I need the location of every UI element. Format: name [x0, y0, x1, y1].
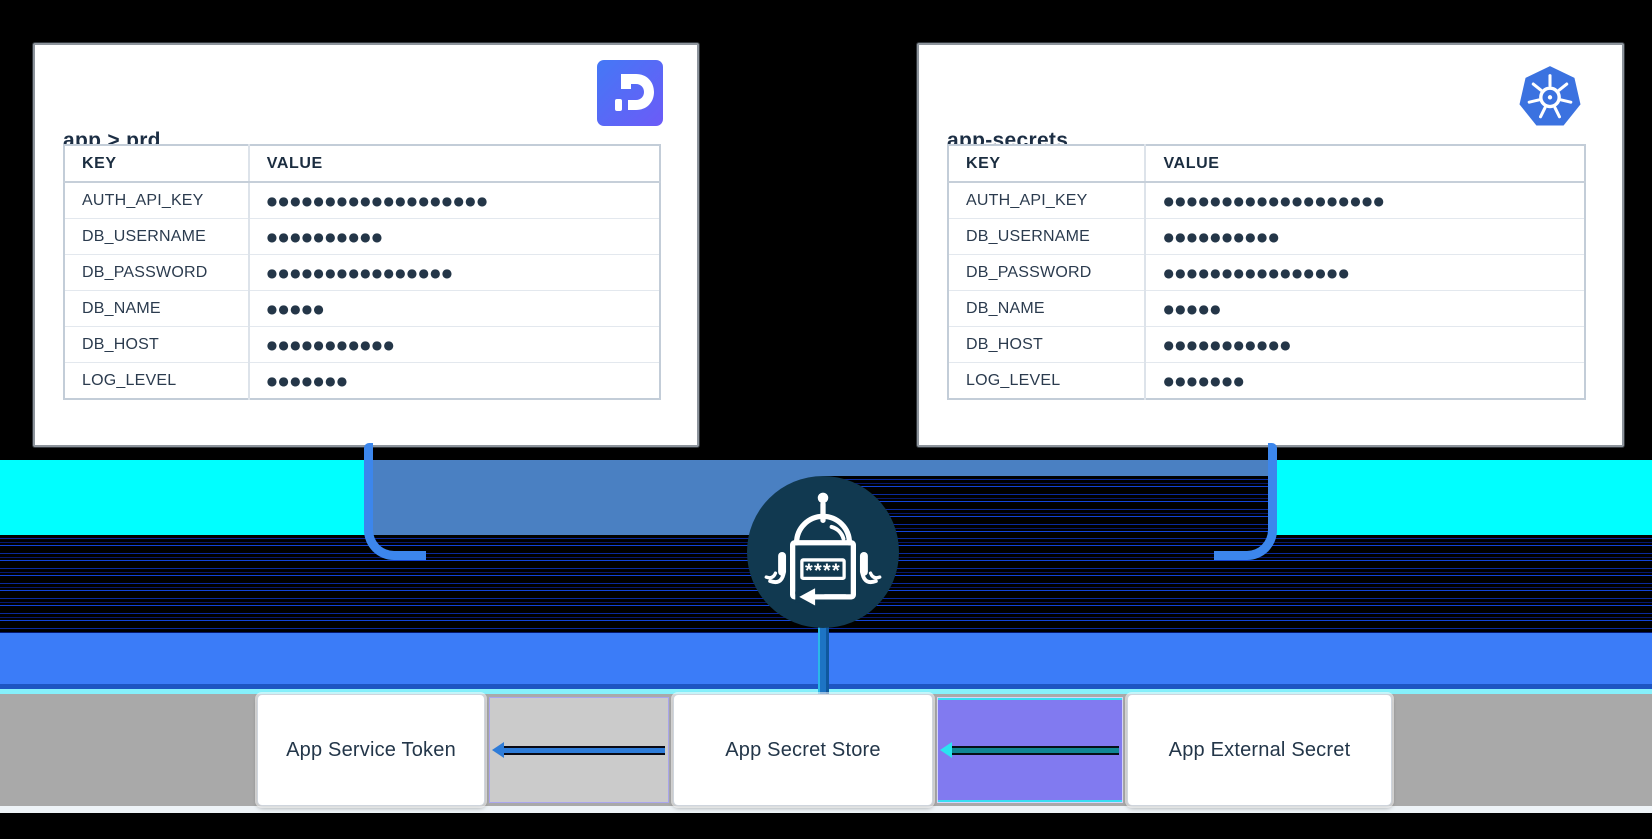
- sync-bot-icon: ****: [764, 492, 882, 606]
- secret-value-masked: ●●●●●●●: [247, 362, 660, 399]
- secret-value-masked: ●●●●●●●●●●●●●●●●●●●: [247, 181, 660, 219]
- flow-line: [951, 746, 1119, 755]
- glitch-stripes-band-upper: [823, 476, 1272, 535]
- secret-key: DB_USERNAME: [948, 218, 1146, 255]
- table-row: LOG_LEVEL●●●●●●●: [64, 362, 660, 399]
- steel-blue-band: [372, 460, 823, 535]
- doppler-secrets-card: app > prd KEY VALUE AUTH_API_KEY●●●●●●●●…: [33, 43, 699, 447]
- steel-blue-strip: [823, 460, 1272, 476]
- app-external-secret-label: App External Secret: [1168, 738, 1351, 761]
- cyan-band-right: [1272, 460, 1652, 535]
- table-row: LOG_LEVEL●●●●●●●: [948, 362, 1585, 399]
- secret-value-masked: ●●●●●●●●●●: [1144, 218, 1585, 255]
- table-row: DB_HOST●●●●●●●●●●●: [64, 326, 660, 363]
- secret-key: DB_PASSWORD: [948, 254, 1146, 291]
- table-row: DB_NAME●●●●●: [64, 290, 660, 327]
- app-external-secret-box: App External Secret: [1127, 694, 1392, 806]
- app-service-token-label: App Service Token: [286, 738, 456, 761]
- table-row: AUTH_API_KEY●●●●●●●●●●●●●●●●●●●: [948, 181, 1585, 219]
- flow-arrowhead-left-icon: [940, 742, 952, 758]
- app-secret-store-box: App Secret Store: [673, 694, 933, 806]
- flow-line: [503, 746, 665, 755]
- token-to-store-connector-box: [489, 697, 669, 803]
- table-row: DB_USERNAME●●●●●●●●●●: [64, 218, 660, 255]
- kubernetes-secrets-card: app-secrets KEY V: [917, 43, 1624, 447]
- secret-value-masked: ●●●●●●●●●●●: [1144, 326, 1585, 363]
- secret-key: AUTH_API_KEY: [948, 181, 1146, 219]
- secret-key: DB_HOST: [64, 326, 249, 363]
- doppler-to-bot-connector: [364, 443, 426, 560]
- secret-value-masked: ●●●●●●●●●●●●●●●●: [247, 254, 660, 291]
- doppler-logo-icon: [597, 60, 663, 126]
- secret-value-masked: ●●●●●●●●●●●●●●●●: [1144, 254, 1585, 291]
- kubernetes-secrets-table: KEY VALUE AUTH_API_KEY●●●●●●●●●●●●●●●●●●…: [947, 144, 1586, 400]
- sync-bot-badge: ****: [747, 476, 899, 628]
- value-column-header: VALUE: [1144, 145, 1585, 183]
- kubernetes-to-bot-connector: [1214, 443, 1277, 560]
- doppler-secrets-table: KEY VALUE AUTH_API_KEY●●●●●●●●●●●●●●●●●●…: [63, 144, 661, 400]
- table-row: DB_HOST●●●●●●●●●●●: [948, 326, 1585, 363]
- secret-key: LOG_LEVEL: [948, 362, 1146, 399]
- secret-key: AUTH_API_KEY: [64, 181, 249, 219]
- table-row: DB_USERNAME●●●●●●●●●●: [948, 218, 1585, 255]
- table-header-row: KEY VALUE: [948, 145, 1585, 183]
- table-header-row: KEY VALUE: [64, 145, 660, 183]
- table-row: DB_PASSWORD●●●●●●●●●●●●●●●●: [948, 254, 1585, 291]
- key-column-header: KEY: [948, 145, 1146, 183]
- store-to-external-connector-box: [937, 697, 1123, 803]
- secret-value-masked: ●●●●●●●●●●●: [247, 326, 660, 363]
- kubernetes-logo-icon: [1516, 62, 1584, 130]
- robot-screen-text: ****: [805, 560, 841, 582]
- secret-key: DB_NAME: [948, 290, 1146, 327]
- key-column-header: KEY: [64, 145, 249, 183]
- table-row: DB_PASSWORD●●●●●●●●●●●●●●●●: [64, 254, 660, 291]
- table-row: AUTH_API_KEY●●●●●●●●●●●●●●●●●●●: [64, 181, 660, 219]
- secret-value-masked: ●●●●●: [1144, 290, 1585, 327]
- secret-value-masked: ●●●●●: [247, 290, 660, 327]
- secret-value-masked: ●●●●●●●●●●: [247, 218, 660, 255]
- table-row: DB_NAME●●●●●: [948, 290, 1585, 327]
- secret-key: LOG_LEVEL: [64, 362, 249, 399]
- secret-value-masked: ●●●●●●●●●●●●●●●●●●●: [1144, 181, 1585, 219]
- secret-key: DB_PASSWORD: [64, 254, 249, 291]
- bottom-white-line: [0, 806, 1652, 813]
- flow-arrowhead-left-icon: [492, 742, 504, 758]
- secret-key: DB_USERNAME: [64, 218, 249, 255]
- app-service-token-box: App Service Token: [257, 694, 485, 806]
- secret-value-masked: ●●●●●●●: [1144, 362, 1585, 399]
- app-secret-store-label: App Secret Store: [725, 738, 881, 761]
- secret-key: DB_HOST: [948, 326, 1146, 363]
- bot-to-secret-store-connector: [818, 624, 829, 696]
- value-column-header: VALUE: [247, 145, 660, 183]
- secret-key: DB_NAME: [64, 290, 249, 327]
- cyan-band-left: [0, 460, 372, 535]
